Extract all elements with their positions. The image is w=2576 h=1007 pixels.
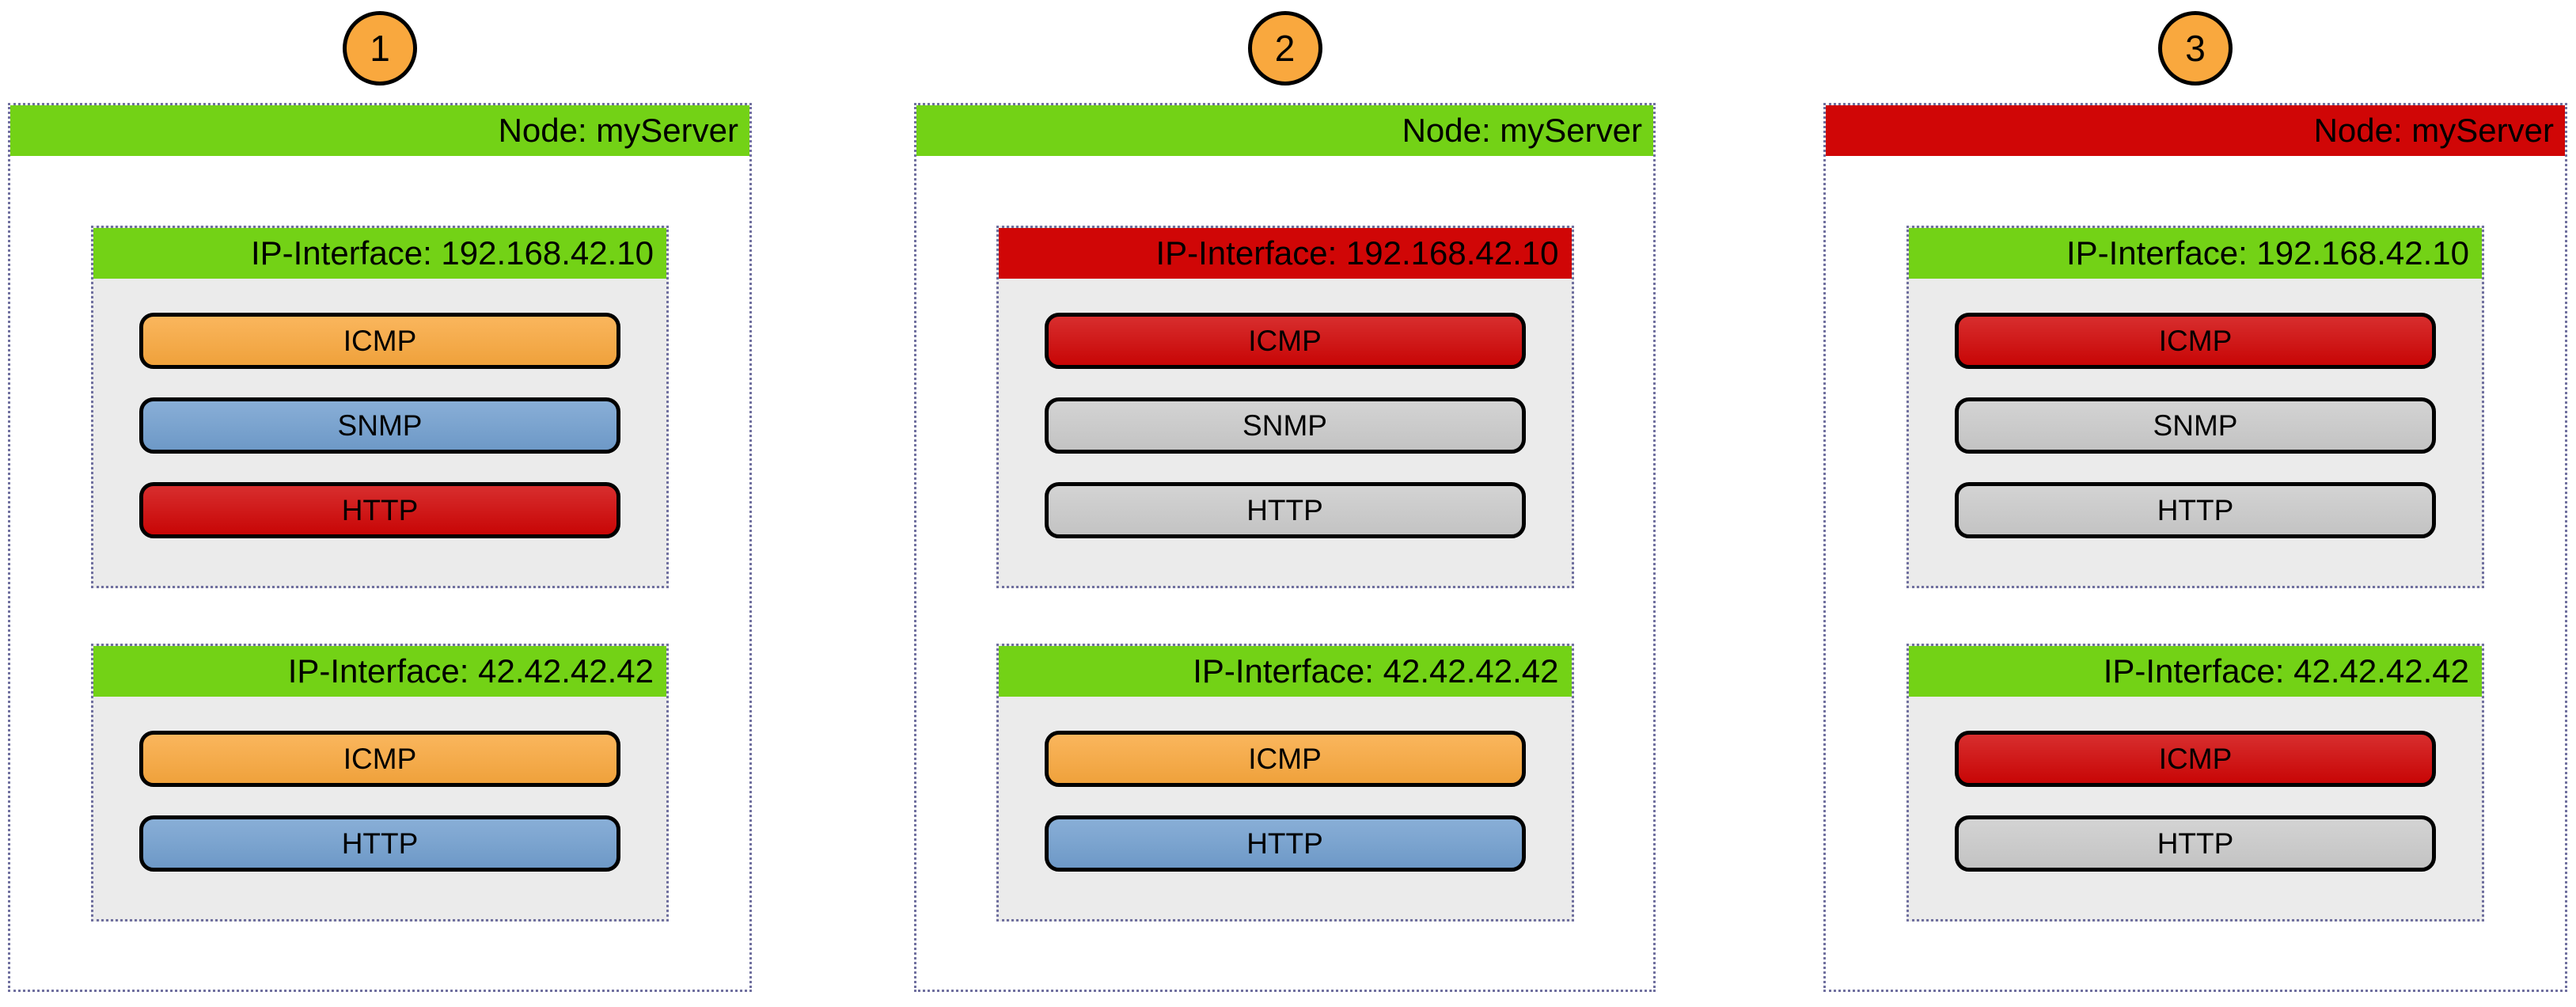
interface-body: ICMP HTTP	[999, 697, 1572, 919]
service-pill-icmp: ICMP	[1955, 731, 2436, 787]
node-body: IP-Interface: 192.168.42.10 ICMP SNMP HT…	[10, 156, 749, 922]
service-pill-http: HTTP	[139, 815, 620, 872]
node-header: Node: myServer	[1826, 105, 2565, 156]
node-header: Node: myServer	[10, 105, 749, 156]
service-pill-snmp: SNMP	[1955, 397, 2436, 454]
step-badge: 1	[343, 11, 417, 86]
interface-header: IP-Interface: 192.168.42.10	[93, 228, 666, 279]
interface-box: IP-Interface: 192.168.42.10 ICMP SNMP HT…	[996, 226, 1574, 588]
service-pill-http: HTTP	[139, 482, 620, 538]
interface-header: IP-Interface: 42.42.42.42	[1909, 646, 2482, 697]
service-pill-icmp: ICMP	[139, 731, 620, 787]
interface-box: IP-Interface: 42.42.42.42 ICMP HTTP	[996, 644, 1574, 922]
service-pill-http: HTTP	[1044, 482, 1526, 538]
scenario-panel-3: 3 Node: myServer IP-Interface: 192.168.4…	[1823, 0, 2567, 1007]
interface-box: IP-Interface: 192.168.42.10 ICMP SNMP HT…	[91, 226, 669, 588]
scenario-panel-1: 1 Node: myServer IP-Interface: 192.168.4…	[8, 0, 752, 1007]
interface-body: ICMP HTTP	[93, 697, 666, 919]
node-box: Node: myServer IP-Interface: 192.168.42.…	[8, 103, 752, 992]
service-pill-http: HTTP	[1955, 815, 2436, 872]
service-pill-snmp: SNMP	[139, 397, 620, 454]
service-pill-http: HTTP	[1955, 482, 2436, 538]
interface-box: IP-Interface: 42.42.42.42 ICMP HTTP	[91, 644, 669, 922]
interface-body: ICMP SNMP HTTP	[999, 279, 1572, 586]
service-pill-icmp: ICMP	[1955, 313, 2436, 369]
scenario-panel-2: 2 Node: myServer IP-Interface: 192.168.4…	[914, 0, 1656, 1007]
service-pill-http: HTTP	[1044, 815, 1526, 872]
interface-body: ICMP HTTP	[1909, 697, 2482, 919]
service-pill-icmp: ICMP	[1044, 313, 1526, 369]
interface-body: ICMP SNMP HTTP	[93, 279, 666, 586]
step-badge: 3	[2158, 11, 2233, 86]
node-body: IP-Interface: 192.168.42.10 ICMP SNMP HT…	[916, 156, 1653, 922]
service-pill-icmp: ICMP	[139, 313, 620, 369]
interface-header: IP-Interface: 42.42.42.42	[998, 646, 1572, 697]
interface-header: IP-Interface: 192.168.42.10	[998, 228, 1572, 279]
node-box: Node: myServer IP-Interface: 192.168.42.…	[1823, 103, 2567, 992]
service-pill-snmp: SNMP	[1044, 397, 1526, 454]
interface-body: ICMP SNMP HTTP	[1909, 279, 2482, 586]
step-badge: 2	[1247, 11, 1322, 86]
service-pill-icmp: ICMP	[1044, 731, 1526, 787]
interface-box: IP-Interface: 192.168.42.10 ICMP SNMP HT…	[1906, 226, 2484, 588]
interface-header: IP-Interface: 42.42.42.42	[93, 646, 666, 697]
interface-header: IP-Interface: 192.168.42.10	[1909, 228, 2482, 279]
interface-box: IP-Interface: 42.42.42.42 ICMP HTTP	[1906, 644, 2484, 922]
node-box: Node: myServer IP-Interface: 192.168.42.…	[914, 103, 1656, 992]
node-body: IP-Interface: 192.168.42.10 ICMP SNMP HT…	[1826, 156, 2565, 922]
node-header: Node: myServer	[916, 105, 1653, 156]
